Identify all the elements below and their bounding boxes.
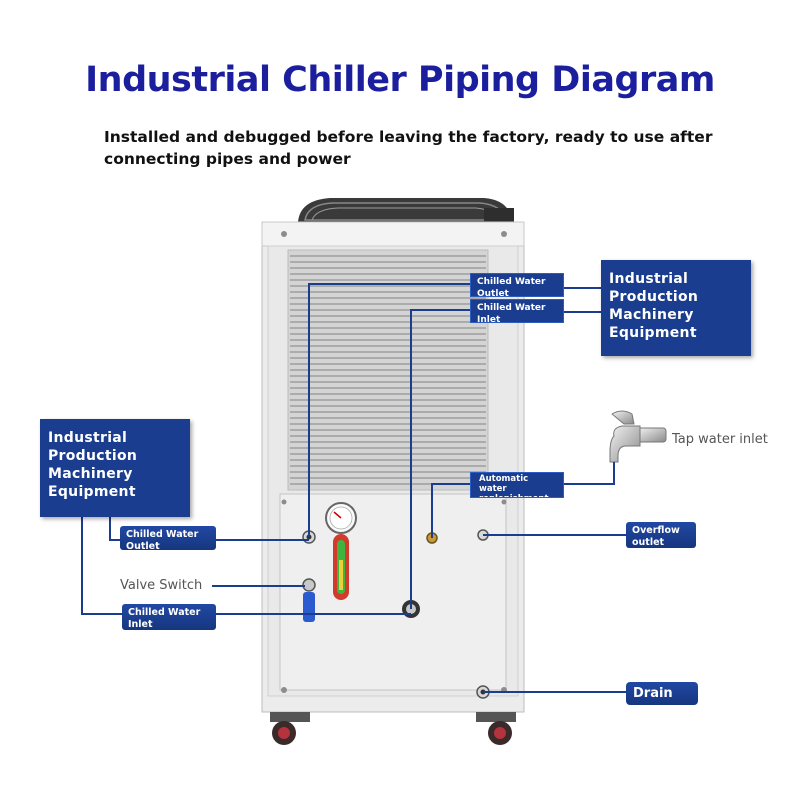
faucet-icon	[609, 410, 667, 463]
label-automatic-water: Automatic water replenishment	[470, 472, 564, 498]
line-top-inlet	[410, 309, 470, 609]
line-left-outlet	[109, 515, 309, 541]
label-top-chilled-water-inlet: Chilled Water Inlet	[470, 299, 564, 325]
line-top-outlet	[308, 283, 470, 537]
water-level-indicator	[333, 534, 349, 600]
line-left-inlet	[81, 515, 411, 615]
lower-panel	[279, 493, 507, 693]
page-subtitle: Installed and debugged before leaving th…	[104, 128, 713, 168]
label-left-chilled-water-inlet: Chilled Water Inlet	[122, 604, 216, 630]
label-top-chilled-water-outlet: Chilled Water Outlet	[470, 273, 564, 299]
casters	[270, 712, 516, 745]
equipment-box-left: Industrial Production Machinery Equipmen…	[40, 419, 190, 517]
connector-lines	[81, 283, 626, 693]
page-title: Industrial Chiller Piping Diagram	[85, 60, 715, 100]
fan-guard	[298, 198, 514, 222]
label-left-chilled-water-outlet: Chilled Water Outlet	[120, 526, 216, 550]
label-overflow-outlet: Overflow outlet	[626, 522, 696, 548]
label-valve-switch: Valve Switch	[120, 578, 203, 593]
equipment-box-right: Industrial Production Machinery Equipmen…	[601, 260, 751, 356]
label-tap-water-inlet: Tap water inlet	[672, 432, 768, 447]
label-drain: Drain	[626, 682, 698, 705]
pressure-gauge	[325, 502, 357, 534]
condenser-grille	[287, 249, 489, 491]
line-tap-water	[562, 462, 615, 485]
line-auto-water	[431, 483, 470, 538]
